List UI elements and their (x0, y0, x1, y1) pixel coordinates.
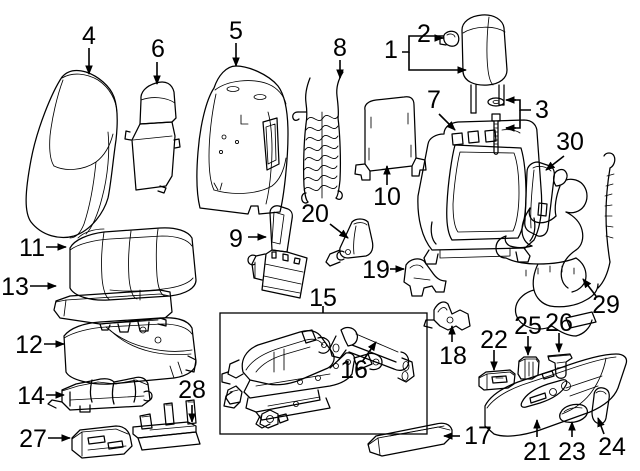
callout-14: 14 (17, 382, 45, 410)
callout-30: 30 (556, 128, 584, 156)
part-seat-hinge-bracket (403, 258, 447, 297)
part-push-in-fastener (547, 353, 573, 379)
callout-4: 4 (82, 22, 96, 50)
callout-leaders (30, 34, 605, 442)
callout-10: 10 (373, 183, 401, 211)
part-cushion-rear-support-rail (132, 399, 201, 451)
callout-2: 2 (417, 20, 431, 48)
callout-9: 9 (229, 225, 243, 253)
part-cushion-front-trim-cover (71, 425, 133, 459)
part-seat-back-trim-panel (124, 81, 181, 194)
part-seat-track-actuator-rod (329, 326, 415, 383)
callout-26: 26 (545, 309, 573, 337)
callout-11: 11 (19, 234, 45, 262)
part-seat-track-adjuster-assembly (221, 329, 383, 429)
part-seat-back-foam-pad (196, 65, 289, 215)
callout-13: 13 (1, 273, 29, 301)
part-seat-outer-side-trim-panel (484, 353, 628, 437)
callout-24: 24 (598, 433, 626, 461)
callout-16: 16 (340, 356, 368, 384)
callout-28: 28 (178, 376, 206, 404)
callout-6: 6 (151, 35, 165, 63)
callout-15: 15 (309, 284, 337, 312)
callout-12: 12 (15, 331, 43, 359)
part-adjuster-knob-cap (559, 403, 589, 423)
callout-3: 3 (535, 96, 549, 124)
callout-22: 22 (480, 326, 508, 354)
callout-7: 7 (427, 86, 441, 114)
callout-19: 19 (362, 256, 390, 284)
part-suspension-spring-mat (292, 71, 344, 204)
callout-8: 8 (333, 34, 347, 62)
part-seat-cushion-cover (69, 227, 197, 301)
part-cushion-side-trim-molding (367, 422, 453, 457)
callout-20: 20 (301, 200, 329, 228)
callout-1: 1 (384, 36, 398, 64)
part-seat-wiring-harness (495, 152, 616, 337)
part-headrest-assembly (461, 14, 508, 114)
part-seat-back-frame (417, 119, 543, 265)
callout-27: 27 (19, 425, 47, 453)
callout-18: 18 (439, 342, 467, 370)
part-trim-end-cap (591, 387, 610, 425)
part-recliner-handle-bracket (325, 218, 374, 267)
callout-17: 17 (464, 422, 492, 450)
callout-23: 23 (558, 438, 586, 466)
part-cushion-front-support-bracket (47, 376, 153, 413)
part-lumbar-support-assembly (247, 205, 308, 299)
part-seat-back-cover (25, 69, 118, 239)
callout-29: 29 (592, 291, 620, 319)
callout-labels: 4 6 5 8 1 2 3 7 30 10 9 20 19 11 13 12 1… (1, 17, 626, 466)
callout-21: 21 (523, 438, 551, 466)
callout-25: 25 (514, 312, 542, 340)
callout-5: 5 (229, 17, 243, 45)
